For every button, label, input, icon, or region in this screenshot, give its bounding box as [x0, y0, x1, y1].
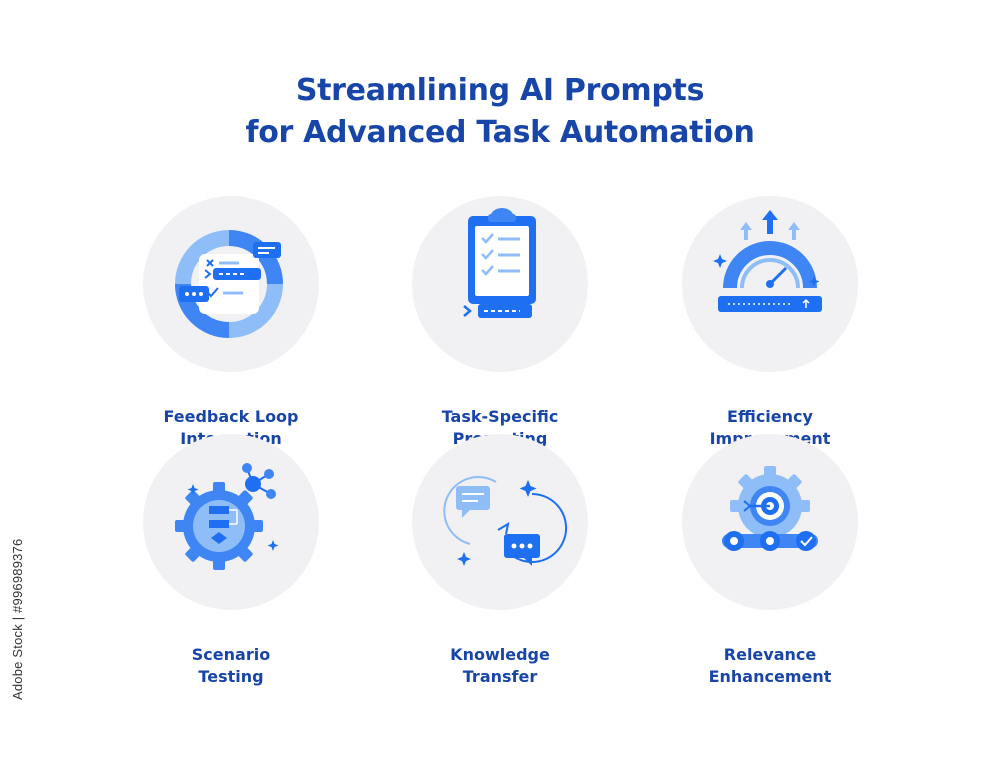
- icon-circle: [682, 434, 858, 610]
- chat-exchange-icon: [443, 476, 568, 566]
- card-label-line-1: Scenario: [191, 645, 271, 664]
- gear-target-icon: [722, 466, 818, 551]
- card-scenario-testing: Scenario Testing: [111, 434, 351, 688]
- card-label-line-1: Knowledge: [450, 645, 550, 664]
- page-title: Streamlining AI Prompts for Advanced Tas…: [0, 70, 1000, 154]
- icon-circle: [143, 434, 319, 610]
- icon-circle: [143, 196, 319, 372]
- feedback-loop-icon: [175, 230, 283, 338]
- icon-circle: [682, 196, 858, 372]
- card-label-line-1: Relevance: [723, 645, 817, 664]
- gear-flowchart-icon: [175, 463, 279, 570]
- card-label: Knowledge Transfer: [380, 644, 620, 688]
- card-label-line-1: Feedback Loop: [163, 407, 299, 426]
- card-label-line-2: Enhancement: [708, 667, 832, 686]
- speedometer-icon: [713, 210, 822, 312]
- icon-circle: [412, 434, 588, 610]
- card-label-line-2: Transfer: [462, 667, 538, 686]
- title-line-2: for Advanced Task Automation: [245, 115, 755, 150]
- card-feedback-loop: Feedback Loop Integration: [111, 196, 351, 450]
- card-task-specific: Task-Specific Prompting: [380, 196, 620, 450]
- card-label-line-1: Task-Specific: [441, 407, 559, 426]
- card-label: Relevance Enhancement: [650, 644, 890, 688]
- icon-circle: [412, 196, 588, 372]
- card-label-line-2: Testing: [198, 667, 264, 686]
- card-efficiency: Efficiency Improvement: [650, 196, 890, 450]
- title-line-1: Streamlining AI Prompts: [295, 73, 705, 108]
- card-label: Scenario Testing: [111, 644, 351, 688]
- card-relevance: Relevance Enhancement: [650, 434, 890, 688]
- card-knowledge-transfer: Knowledge Transfer: [380, 434, 620, 688]
- card-label-line-1: Efficiency: [727, 407, 813, 426]
- stock-watermark-id: Adobe Stock | #996989376: [10, 538, 25, 700]
- clipboard-prompt-icon: [463, 208, 536, 318]
